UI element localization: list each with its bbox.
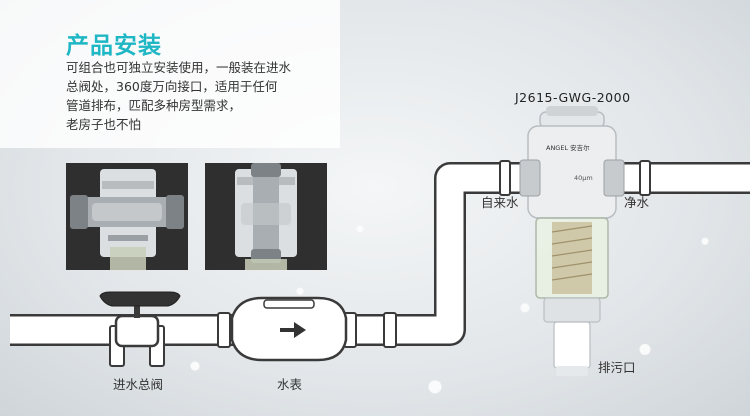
prefilter-unit: ANGEL 安吉尔 40μm <box>519 106 625 376</box>
main-valve <box>99 291 181 348</box>
section-description: 可组合也可独立安装使用，一般装在进水 总阀处，360度万向接口，适用于任何 管道… <box>66 58 326 134</box>
description-line-1: 可组合也可独立安装使用，一般装在进水 <box>66 60 292 75</box>
filter-rating: 40μm <box>574 174 593 182</box>
intro-panel <box>0 0 340 148</box>
description-line-3: 管道排布，匹配多种房型需求， <box>66 98 242 113</box>
model-number: J2615-GWG-2000 <box>515 90 631 105</box>
description-line-4: 老房子也不怕 <box>66 117 142 132</box>
main-valve-label: 进水总阀 <box>113 377 164 392</box>
flow-arrow-icon <box>280 322 306 338</box>
inlet-label: 自来水 <box>481 195 519 210</box>
water-meter-label: 水表 <box>277 377 303 392</box>
brand-mark: ANGEL 安吉尔 <box>546 143 590 152</box>
section-title: 产品安装 <box>66 33 162 59</box>
drain-label: 排污口 <box>598 360 636 375</box>
outlet-label: 净水 <box>624 195 650 210</box>
water-meter <box>230 296 348 362</box>
photo-vertical-install <box>205 163 327 270</box>
photo-horizontal-install <box>66 163 188 270</box>
valve-handle-icon <box>99 291 181 307</box>
description-line-2: 总阀处，360度万向接口，适用于任何 <box>66 79 278 94</box>
